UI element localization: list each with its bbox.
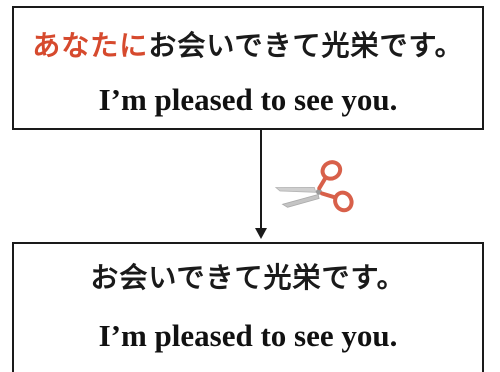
scissors-arm-upper — [317, 176, 328, 191]
scissors-arm-lower — [320, 191, 337, 200]
top-english-sentence: I’m pleased to see you. — [98, 82, 398, 117]
bottom-english-sentence: I’m pleased to see you. — [98, 318, 398, 353]
highlighted-phrase: あなたに — [32, 29, 149, 62]
bottom-japanese-sentence: お会いできて光栄です。 — [90, 261, 406, 294]
arrow-connector — [255, 130, 354, 239]
top-japanese-sentence: あなたにお会いできて光栄です。 — [14, 24, 482, 64]
scissors-icon — [274, 160, 354, 213]
bottom-sentence-box: お会いできて光栄です。 I’m pleased to see you. — [12, 242, 484, 372]
japanese-sentence-rest: お会いできて光栄です。 — [148, 29, 464, 62]
scissors-blade-upper — [274, 187, 317, 193]
top-sentence-box: あなたにお会いできて光栄です。 I’m pleased to see you. — [12, 6, 484, 130]
scissors-handle-lower — [333, 190, 354, 213]
arrow-head — [255, 228, 267, 239]
scissors-handle-upper — [320, 160, 343, 181]
scissors-blade-lower — [281, 193, 320, 208]
